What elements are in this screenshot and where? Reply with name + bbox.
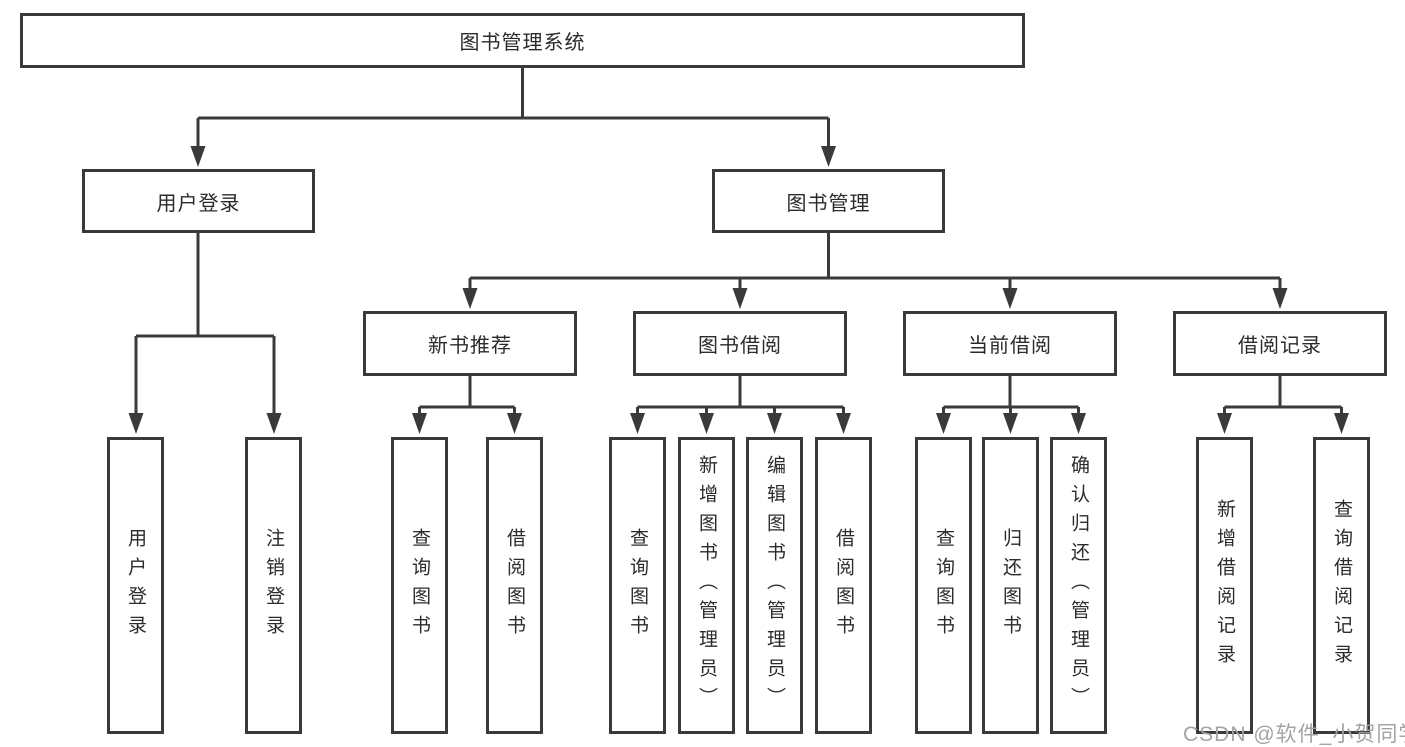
node-label: 查询图书 bbox=[933, 527, 954, 644]
leaf-add-borrow-record: 新增借阅记录 bbox=[1196, 437, 1253, 734]
leaf-borrow-books: 借阅图书 bbox=[815, 437, 872, 734]
connector-records-to-leaves bbox=[1223, 376, 1343, 415]
connector-login-to-leaves bbox=[134, 233, 276, 415]
arrowhead bbox=[266, 413, 282, 434]
node-label: 新书推荐 bbox=[428, 335, 512, 357]
node-label: 新增图书（管理员） bbox=[696, 455, 717, 716]
arrowhead bbox=[412, 413, 427, 434]
node-label: 注销登录 bbox=[263, 527, 284, 644]
arrowhead bbox=[190, 146, 206, 167]
connector-current-to-leaves bbox=[942, 376, 1080, 415]
node-label: 归还图书 bbox=[1000, 527, 1021, 644]
connector-mgmt-to-level3 bbox=[468, 233, 1282, 290]
node-label: 图书管理系统 bbox=[459, 32, 586, 54]
connector-root-to-level2 bbox=[196, 68, 830, 148]
node-book-borrowing: 图书借阅 bbox=[633, 311, 847, 376]
arrowhead bbox=[462, 288, 478, 309]
leaf-add-books-admin: 新增图书（管理员） bbox=[678, 437, 735, 734]
arrowhead bbox=[1334, 413, 1349, 434]
arrowhead bbox=[630, 413, 645, 434]
leaf-query-books-current: 查询图书 bbox=[915, 437, 972, 734]
leaf-user-login: 用户登录 bbox=[107, 437, 164, 734]
node-new-book-recommend: 新书推荐 bbox=[363, 311, 577, 376]
arrowhead bbox=[1002, 288, 1018, 309]
node-label: 借阅图书 bbox=[504, 527, 525, 644]
arrowhead bbox=[1003, 413, 1018, 434]
node-label: 查询图书 bbox=[409, 527, 430, 644]
node-user-login: 用户登录 bbox=[82, 169, 315, 233]
node-label: 借阅记录 bbox=[1238, 335, 1322, 357]
node-label: 图书借阅 bbox=[698, 335, 782, 357]
leaf-confirm-return-admin: 确认归还（管理员） bbox=[1050, 437, 1107, 734]
node-label: 借阅图书 bbox=[833, 527, 854, 644]
arrowhead bbox=[1217, 413, 1232, 434]
node-borrowing-records: 借阅记录 bbox=[1173, 311, 1387, 376]
node-label: 当前借阅 bbox=[968, 335, 1052, 357]
arrowheads bbox=[128, 146, 1349, 434]
node-label: 图书管理 bbox=[786, 192, 871, 215]
leaf-edit-books-admin: 编辑图书（管理员） bbox=[746, 437, 803, 734]
node-label: 新增借阅记录 bbox=[1214, 498, 1235, 673]
node-label: 确认归还（管理员） bbox=[1068, 455, 1089, 716]
leaf-query-borrow-record: 查询借阅记录 bbox=[1313, 437, 1370, 734]
arrowhead bbox=[1071, 413, 1086, 434]
node-label: 编辑图书（管理员） bbox=[764, 455, 785, 716]
leaf-borrow-books-recommend: 借阅图书 bbox=[486, 437, 543, 734]
csdn-watermark: CSDN @软件_小贺同学 bbox=[1183, 723, 1405, 746]
connector-recommend-to-leaves bbox=[418, 376, 516, 415]
node-library-management-system: 图书管理系统 bbox=[20, 13, 1025, 68]
arrowhead bbox=[767, 413, 782, 434]
leaf-logout: 注销登录 bbox=[245, 437, 302, 734]
arrowhead bbox=[507, 413, 522, 434]
node-label: 查询借阅记录 bbox=[1331, 498, 1352, 673]
arrowhead bbox=[699, 413, 714, 434]
node-label: 查询图书 bbox=[627, 527, 648, 644]
arrowhead bbox=[936, 413, 951, 434]
node-book-management: 图书管理 bbox=[712, 169, 945, 233]
arrowhead bbox=[821, 146, 836, 167]
arrowhead bbox=[128, 413, 144, 434]
connector-borrow-to-leaves bbox=[636, 376, 845, 415]
leaf-query-books-recommend: 查询图书 bbox=[391, 437, 448, 734]
leaf-return-books: 归还图书 bbox=[982, 437, 1039, 734]
leaf-query-books-borrow: 查询图书 bbox=[609, 437, 666, 734]
arrowhead bbox=[732, 288, 748, 309]
node-label: 用户登录 bbox=[156, 192, 241, 215]
node-current-borrowing: 当前借阅 bbox=[903, 311, 1117, 376]
node-label: 用户登录 bbox=[125, 527, 146, 644]
arrowhead bbox=[1272, 288, 1288, 309]
arrowhead bbox=[836, 413, 851, 434]
